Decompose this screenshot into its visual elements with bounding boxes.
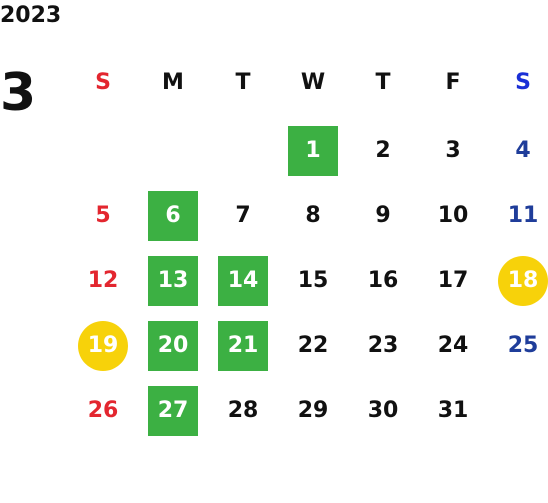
day-cell[interactable]: 4 — [488, 118, 548, 183]
day-number: 21 — [218, 320, 268, 371]
day-number: 24 — [437, 333, 469, 358]
day-number: 13 — [148, 255, 198, 306]
day-number: 14 — [218, 255, 268, 306]
day-cell[interactable]: 29 — [278, 378, 348, 443]
weekday-header: S M T W T F S — [68, 62, 548, 102]
day-cell[interactable]: 2 — [348, 118, 418, 183]
day-cell[interactable]: 5 — [68, 183, 138, 248]
day-number: 23 — [367, 333, 399, 358]
day-cell-empty — [68, 118, 138, 183]
calendar-week: 12 13 14 15 16 17 18 — [68, 248, 548, 313]
day-cell[interactable]: 25 — [488, 313, 548, 378]
day-cell[interactable]: 9 — [348, 183, 418, 248]
calendar-week: 1 2 3 4 — [68, 118, 548, 183]
day-cell[interactable]: 27 — [138, 378, 208, 443]
day-cell-empty — [138, 118, 208, 183]
day-number: 6 — [148, 190, 198, 241]
day-cell-holiday[interactable]: 19 — [68, 313, 138, 378]
day-number: 15 — [297, 268, 329, 293]
day-number: 16 — [367, 268, 399, 293]
day-cell-empty — [208, 118, 278, 183]
day-cell[interactable]: 24 — [418, 313, 488, 378]
day-number: 12 — [87, 268, 119, 293]
day-number: 22 — [297, 333, 329, 358]
calendar-week: 5 6 7 8 9 10 11 — [68, 183, 548, 248]
day-cell[interactable]: 6 — [138, 183, 208, 248]
day-cell[interactable]: 13 — [138, 248, 208, 313]
day-cell[interactable]: 28 — [208, 378, 278, 443]
day-cell[interactable]: 16 — [348, 248, 418, 313]
day-cell[interactable]: 7 — [208, 183, 278, 248]
day-number: 17 — [437, 268, 469, 293]
day-number: 30 — [367, 398, 399, 423]
day-number — [78, 126, 128, 176]
calendar-year: 2023 — [0, 3, 62, 28]
day-cell[interactable]: 23 — [348, 313, 418, 378]
day-number: 31 — [437, 398, 469, 423]
weekday-wednesday: W — [300, 69, 326, 95]
day-cell-holiday[interactable]: 18 — [488, 248, 548, 313]
day-number: 1 — [288, 125, 338, 176]
weekday-friday: F — [445, 69, 461, 95]
weekday-thursday: T — [375, 69, 391, 95]
weekday-saturday: S — [515, 69, 531, 95]
day-number: 28 — [227, 398, 259, 423]
day-cell-empty — [488, 378, 548, 443]
day-cell[interactable]: 11 — [488, 183, 548, 248]
day-number: 27 — [148, 385, 198, 436]
day-cell[interactable]: 17 — [418, 248, 488, 313]
day-number: 3 — [445, 138, 461, 163]
day-number: 11 — [507, 203, 539, 228]
day-number: 5 — [95, 203, 111, 228]
day-cell[interactable]: 10 — [418, 183, 488, 248]
day-cell[interactable]: 3 — [418, 118, 488, 183]
day-number — [148, 126, 198, 176]
day-cell[interactable]: 26 — [68, 378, 138, 443]
day-cell[interactable]: 1 — [278, 118, 348, 183]
day-number — [218, 126, 268, 176]
day-number: 10 — [437, 203, 469, 228]
day-cell[interactable]: 8 — [278, 183, 348, 248]
day-number: 19 — [78, 320, 128, 371]
day-number: 20 — [148, 320, 198, 371]
calendar-week: 19 20 21 22 23 24 25 — [68, 313, 548, 378]
calendar-week: 26 27 28 29 30 31 — [68, 378, 548, 443]
day-number: 26 — [87, 398, 119, 423]
weekday-monday: M — [162, 69, 184, 95]
day-cell[interactable]: 30 — [348, 378, 418, 443]
day-number: 9 — [375, 203, 391, 228]
day-cell[interactable]: 15 — [278, 248, 348, 313]
calendar-grid: 1 2 3 4 5 6 7 8 9 10 11 12 13 14 15 16 1… — [68, 118, 548, 443]
day-number: 2 — [375, 138, 391, 163]
day-cell[interactable]: 31 — [418, 378, 488, 443]
day-cell[interactable]: 12 — [68, 248, 138, 313]
day-number: 7 — [235, 203, 251, 228]
day-number — [498, 386, 548, 436]
day-number: 25 — [507, 333, 539, 358]
calendar-month: 3 — [0, 63, 37, 123]
weekday-sunday: S — [95, 69, 111, 95]
day-number: 29 — [297, 398, 329, 423]
day-cell[interactable]: 21 — [208, 313, 278, 378]
weekday-tuesday: T — [235, 69, 251, 95]
day-number: 8 — [305, 203, 321, 228]
day-cell[interactable]: 22 — [278, 313, 348, 378]
day-cell[interactable]: 14 — [208, 248, 278, 313]
day-number: 4 — [515, 138, 531, 163]
day-cell[interactable]: 20 — [138, 313, 208, 378]
day-number: 18 — [498, 255, 548, 306]
